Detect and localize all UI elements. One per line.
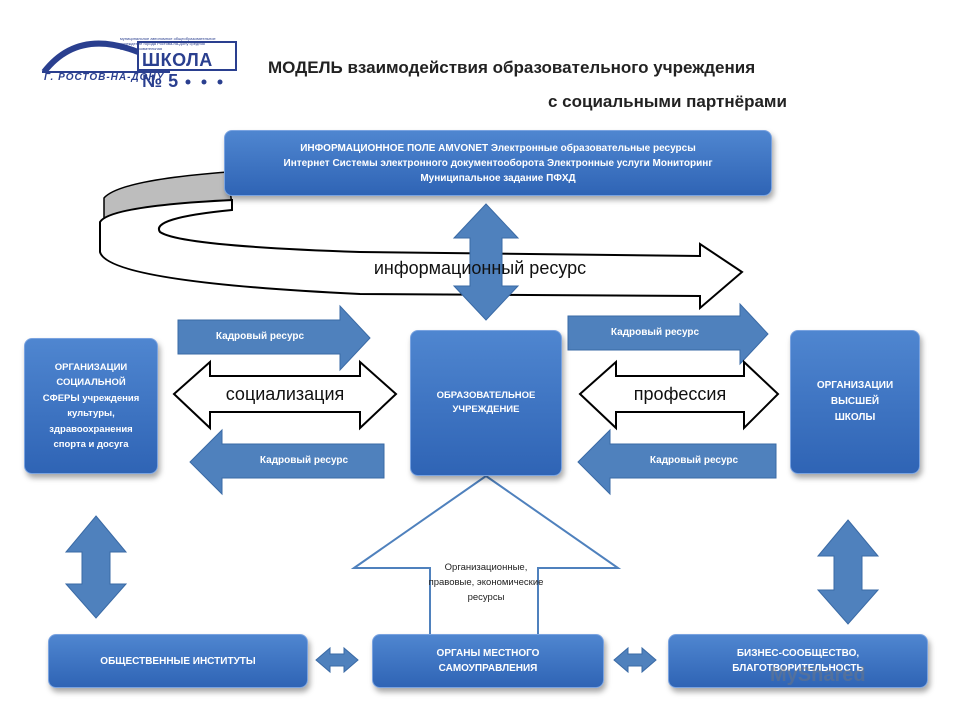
educational-institution-label: ОБРАЗОВАТЕЛЬНОЕ УЧРЕЖДЕНИЕ	[436, 390, 536, 415]
staff-arrow-bottom-right	[577, 428, 777, 496]
logo-arc-icon	[41, 40, 237, 85]
logo-city: Г. РОСТОВ-НА-ДОНУ	[44, 72, 165, 83]
higher-school-box: ОРГАНИЗАЦИИ ВЫСШЕЙ ШКОЛЫ	[790, 330, 920, 474]
left-vertical-double-arrow	[64, 515, 128, 619]
info-field-box: ИНФОРМАЦИОННОЕ ПОЛЕ AMVONET Электронные …	[224, 130, 772, 196]
watermark: MyShared	[770, 664, 866, 686]
org-resources-up-arrow	[350, 474, 622, 637]
logo-school-name: ШКОЛА № 5	[142, 50, 213, 91]
socialization-label: социализация	[225, 384, 345, 404]
page-title-line2: с социальными партнёрами	[548, 92, 787, 111]
staff-label-bottom-left: Кадровый ресурс	[259, 455, 349, 466]
public-institutions-label: ОБЩЕСТВЕННЫЕ ИНСТИТУТЫ	[100, 655, 256, 667]
staff-arrow-bottom-left	[189, 428, 385, 496]
info-resource-arrow	[99, 198, 744, 311]
local-government-box: ОРГАНЫ МЕСТНОГО САМОУПРАВЛЕНИЯ	[372, 634, 604, 688]
business-community-box: БИЗНЕС-СООБЩЕСТВО, БЛАГОТВОРИТЕЛЬНОСТЬ	[668, 634, 928, 688]
info-resource-label: информационный ресурс	[373, 258, 587, 278]
staff-label-top-left: Кадровый ресурс	[215, 331, 305, 342]
info-field-line1: ИНФОРМАЦИОННОЕ ПОЛЕ AMVONET Электронные …	[300, 142, 696, 154]
page-title-line1: МОДЕЛЬ взаимодействия образовательного у…	[268, 58, 756, 77]
social-sphere-box: ОРГАНИЗАЦИИ СОЦИАЛЬНОЙ СФЕРЫ учреждения …	[24, 338, 158, 474]
social-sphere-label: ОРГАНИЗАЦИИ СОЦИАЛЬНОЙ СФЕРЫ учреждения …	[42, 361, 140, 451]
org-resources-label: Организационные, правовые, экономические…	[428, 562, 544, 603]
staff-arrow-top-right	[567, 302, 769, 366]
info-field-line2: Интернет Системы электронного документоо…	[283, 157, 713, 169]
educational-institution-box: ОБРАЗОВАТЕЛЬНОЕ УЧРЕЖДЕНИЕ	[410, 330, 562, 476]
logo-fine-print: муниципальное автономное общеобразовател…	[120, 36, 216, 51]
school-logo: муниципальное автономное общеобразовател…	[38, 32, 238, 91]
public-institutions-box: ОБЩЕСТВЕННЫЕ ИНСТИТУТЫ	[48, 634, 308, 688]
business-community-label: БИЗНЕС-СООБЩЕСТВО, БЛАГОТВОРИТЕЛЬНОСТЬ	[732, 648, 864, 674]
bottom-left-link-arrow	[315, 646, 359, 674]
staff-label-top-right: Кадровый ресурс	[610, 327, 700, 338]
local-government-label: ОРГАНЫ МЕСТНОГО САМОУПРАВЛЕНИЯ	[436, 648, 540, 674]
info-field-line3: Муниципальное задание ПФХД	[420, 172, 576, 184]
staff-label-bottom-right: Кадровый ресурс	[649, 455, 739, 466]
profession-arrow	[578, 359, 780, 431]
right-vertical-double-arrow	[816, 519, 880, 625]
profession-label: профессия	[633, 384, 727, 404]
staff-arrow-top-left	[177, 304, 371, 372]
socialization-arrow	[172, 359, 398, 431]
higher-school-label: ОРГАНИЗАЦИИ ВЫСШЕЙ ШКОЛЫ	[816, 380, 894, 423]
info-center-double-arrow	[452, 203, 520, 321]
bottom-right-link-arrow	[613, 646, 657, 674]
